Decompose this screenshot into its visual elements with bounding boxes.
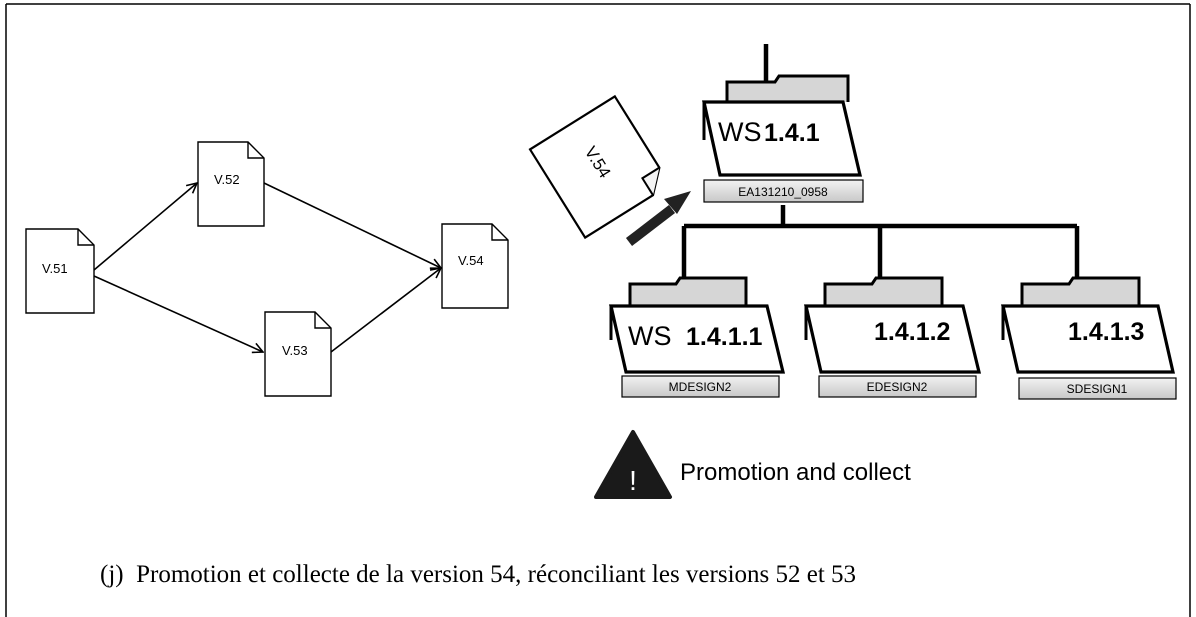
version-node-label: V.51 [42, 261, 68, 276]
version-node-label: V.54 [458, 253, 484, 268]
folder-prefix: WS [628, 321, 672, 351]
version-graph: V.51 V.52 V.53 V.54 [25, 141, 509, 397]
version-node-v52: V.52 [197, 141, 265, 227]
tag-label: MDESIGN2 [669, 380, 732, 394]
promotion-arrow [625, 191, 691, 246]
folder-1-4-1-3: 1.4.1.3 [1000, 276, 1176, 374]
tag-sdesign1: SDESIGN1 [1018, 377, 1177, 400]
warning-label: Promotion and collect [680, 459, 911, 486]
warning-glyph: ! [629, 465, 637, 496]
figure-caption: (j) Promotion et collecte de la version … [100, 561, 856, 588]
folder-id: 1.4.1.3 [1068, 318, 1144, 346]
promoted-document: V.54 [528, 94, 661, 240]
version-node-v54: V.54 [441, 223, 509, 309]
version-node-label: V.53 [282, 343, 308, 358]
folder-id: 1.4.1.1 [686, 323, 763, 351]
edge-v51-v53 [93, 275, 263, 352]
edge-v51-v52 [93, 183, 197, 271]
version-node-v53: V.53 [264, 311, 332, 397]
tag-edesign2: EDESIGN2 [818, 375, 977, 398]
tag-label: SDESIGN1 [1067, 382, 1128, 396]
edge-v52-v54 [263, 182, 441, 268]
folder-id: 1.4.1 [764, 119, 820, 147]
tag-label: EDESIGN2 [867, 380, 928, 394]
folder-ws-1-4-1-1: WS 1.4.1.1 [608, 276, 786, 374]
tag-mdesign2: MDESIGN2 [621, 375, 780, 398]
folder-prefix: WS [718, 117, 762, 147]
tag-label: EA131210_0958 [738, 185, 828, 199]
folder-id: 1.4.1.2 [874, 318, 950, 346]
edge-v53-v54 [330, 268, 441, 353]
folder-ws-1-4-1: WS 1.4.1 [702, 74, 863, 177]
warning-triangle-icon: ! [594, 430, 672, 499]
tag-ea131210-0958: EA131210_0958 [703, 179, 864, 203]
version-node-v51: V.51 [25, 228, 95, 314]
folder-1-4-1-2: 1.4.1.2 [803, 276, 982, 374]
version-node-label: V.52 [214, 172, 240, 187]
